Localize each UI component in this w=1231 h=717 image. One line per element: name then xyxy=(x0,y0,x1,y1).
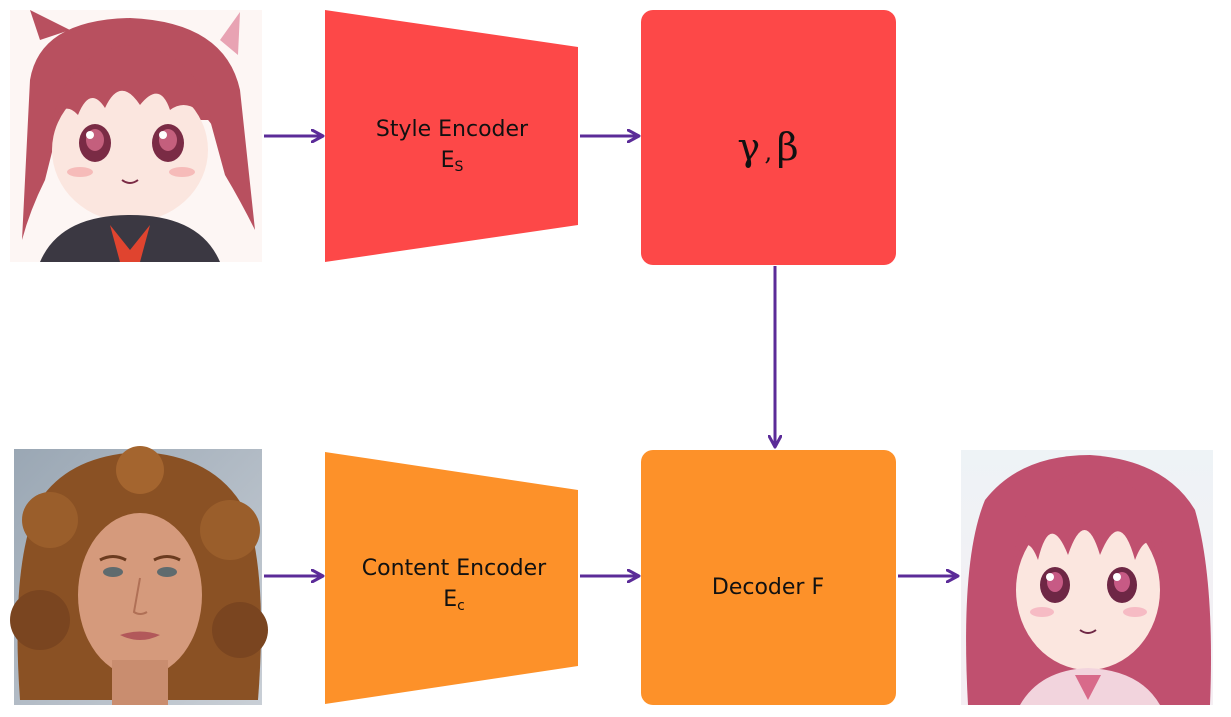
decoder-label: Decoder F xyxy=(712,575,824,600)
content-encoder-block xyxy=(325,452,578,704)
anime-face xyxy=(52,78,208,222)
gamma-symbol: γ xyxy=(737,125,760,169)
photo-face xyxy=(78,513,202,677)
beta-symbol: β xyxy=(777,125,799,169)
decoder-block xyxy=(641,450,896,705)
style-params-text: γ , β xyxy=(737,125,798,169)
content-encoder-symbol: Ec xyxy=(443,587,465,614)
style-encoder-block xyxy=(325,10,578,262)
content-encoder-label: Content Encoder xyxy=(362,556,547,581)
style-encoder-symbol: ES xyxy=(441,148,464,175)
style-reference-image xyxy=(10,10,262,262)
output-image xyxy=(961,450,1213,705)
content-input-image xyxy=(10,446,268,705)
style-encoder-label: Style Encoder xyxy=(376,117,529,142)
params-separator: , xyxy=(765,138,773,166)
style-params-block xyxy=(641,10,896,265)
